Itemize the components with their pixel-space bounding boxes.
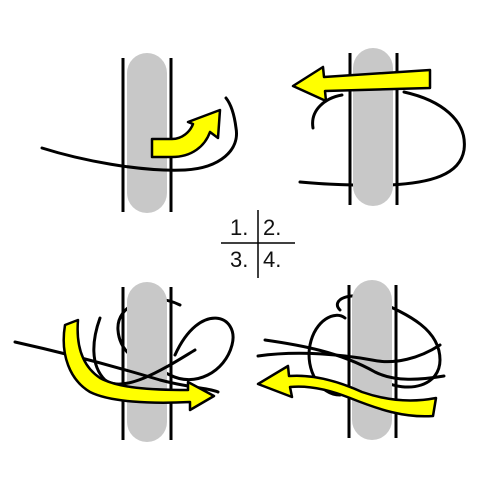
panel-4 bbox=[256, 280, 446, 440]
legend-label-4: 4. bbox=[263, 247, 281, 272]
legend-label-2: 2. bbox=[263, 215, 281, 240]
rope-2-front bbox=[311, 93, 344, 130]
step-legend: 1. 2. 3. 4. bbox=[221, 210, 295, 278]
arrow-3-icon bbox=[62, 318, 216, 412]
rope-1 bbox=[40, 96, 238, 172]
arrow-4-icon bbox=[256, 364, 438, 418]
rope-3-front bbox=[13, 340, 220, 394]
panel-3 bbox=[13, 282, 235, 442]
legend-label-3: 3. bbox=[230, 247, 248, 272]
rope-2-back bbox=[298, 90, 466, 187]
post-3 bbox=[127, 282, 167, 442]
panel-1 bbox=[40, 53, 238, 213]
arrow-1-icon bbox=[150, 108, 222, 159]
legend-label-1: 1. bbox=[230, 215, 248, 240]
rope-4-front-b bbox=[263, 338, 446, 381]
rope-4-front-a bbox=[256, 343, 442, 364]
arrow-2-icon bbox=[291, 65, 432, 103]
panel-2 bbox=[291, 48, 466, 206]
post-1 bbox=[127, 53, 167, 213]
